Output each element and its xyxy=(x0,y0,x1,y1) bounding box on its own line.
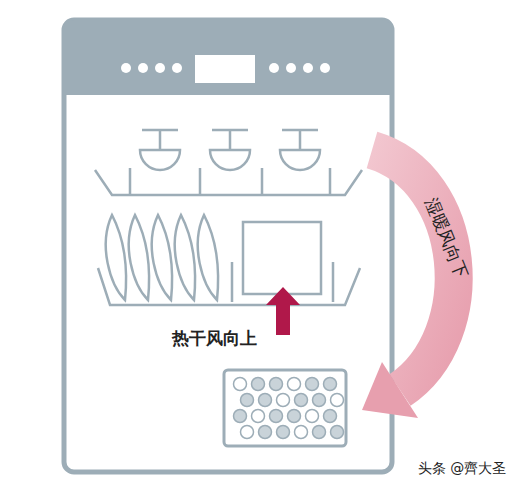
dishwasher-body xyxy=(64,20,392,472)
airflow-label: 热干风向上 xyxy=(172,328,257,348)
watermark: 头条 @齊大圣 xyxy=(416,460,508,477)
curved-arrow-head xyxy=(362,362,418,418)
upper-rack xyxy=(95,130,362,195)
lower-rack xyxy=(98,215,360,305)
upward-arrow xyxy=(266,287,300,335)
drying-beads xyxy=(234,378,344,439)
panel-buttons xyxy=(121,55,330,83)
control-panel xyxy=(64,20,392,95)
downward-curved-arrow xyxy=(372,150,454,390)
drying-unit xyxy=(224,370,346,446)
